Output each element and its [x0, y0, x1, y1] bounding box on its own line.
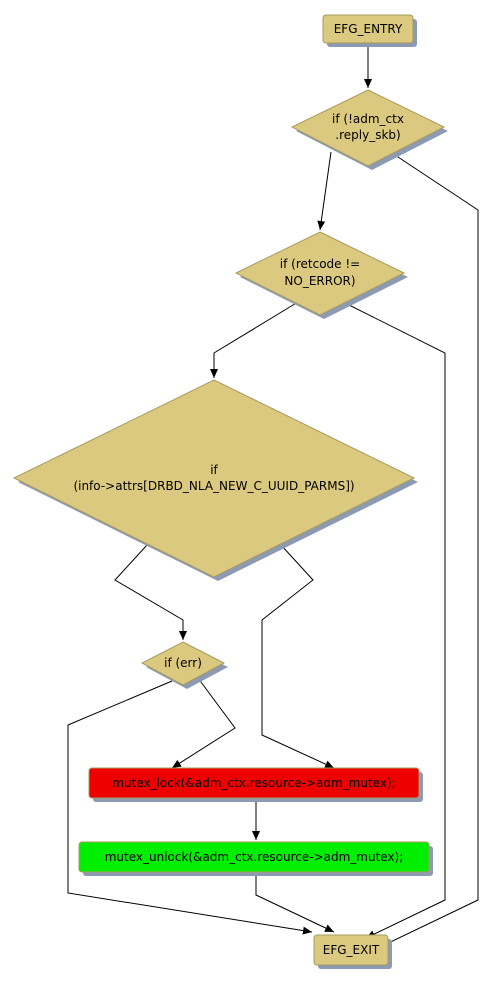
err-decision: if (err)	[140, 641, 228, 689]
edge-unlock-to-exit	[255, 873, 335, 933]
attrs-decision-shape	[12, 379, 416, 578]
mutex-lock-node-box	[88, 767, 420, 799]
retcode-decision-line-1: if (retcode !=	[280, 257, 360, 271]
edge-attrs-to-err	[114, 544, 187, 640]
retcode-decision-line-2: NO_ERROR)	[284, 274, 355, 288]
edge-retcode-to-exit	[342, 301, 446, 939]
edge-err-to-mutex-lock	[171, 677, 236, 769]
mutex-lock-node: mutex_lock(&adm_ctx.resource->adm_mutex)…	[88, 767, 423, 802]
edge-err-to-exit	[67, 680, 313, 935]
err-decision-shape	[140, 641, 226, 686]
edges	[67, 46, 479, 949]
attrs-decision-line-2: (info->attrs[DRBD_NLA_NEW_C_UUID_PARMS])	[73, 479, 354, 493]
mutex-unlock-node-box	[78, 841, 430, 873]
edge-attrs-to-mutex-lock	[261, 544, 335, 769]
edge-reply-skb-to-exit	[377, 154, 479, 949]
entry-node: EFG_ENTRY	[322, 14, 417, 47]
retcode-decision-shape	[234, 231, 406, 316]
mutex-unlock-node: mutex_unlock(&adm_ctx.resource->adm_mute…	[78, 841, 433, 876]
entry-node-box	[322, 14, 414, 44]
entry-node-label: EFG_ENTRY	[334, 22, 403, 36]
attrs-decision: if (info->attrs[DRBD_NLA_NEW_C_UUID_PARM…	[12, 379, 418, 581]
reply-skb-decision-line-1: if (!adm_ctx	[332, 112, 404, 126]
edge-reply-skb-to-retcode	[317, 151, 332, 231]
reply-skb-decision-shape	[290, 89, 446, 167]
reply-skb-decision-line-2: .reply_skb)	[335, 128, 400, 142]
exit-node: EFG_EXIT	[313, 934, 392, 969]
edge-retcode-to-attrs	[210, 301, 299, 378]
err-decision-label: if (err)	[164, 656, 202, 670]
reply-skb-decision: if (!adm_ctx .reply_skb)	[290, 89, 448, 170]
mutex-lock-node-label: mutex_lock(&adm_ctx.resource->adm_mutex)…	[112, 776, 395, 790]
attrs-decision-line-1: if	[210, 463, 218, 477]
mutex-unlock-node-label: mutex_unlock(&adm_ctx.resource->adm_mute…	[105, 850, 404, 864]
exit-node-box	[313, 934, 389, 966]
retcode-decision: if (retcode != NO_ERROR)	[234, 231, 408, 319]
exit-node-label: EFG_EXIT	[323, 943, 380, 957]
